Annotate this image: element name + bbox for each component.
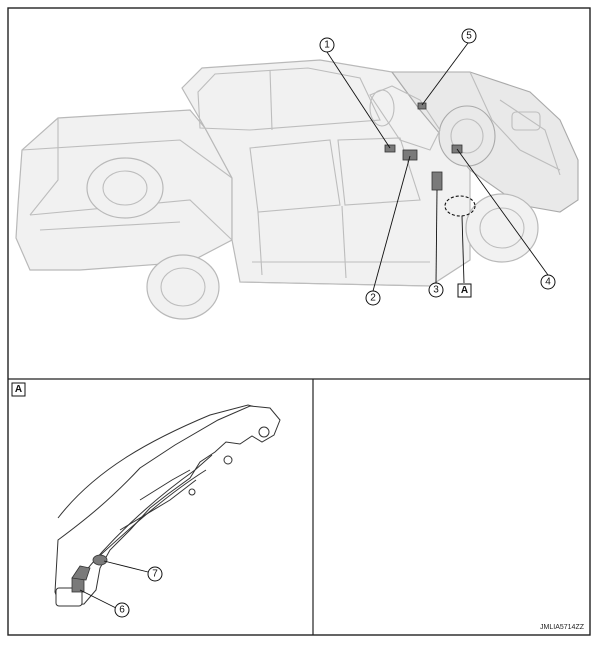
svg-text:4: 4: [545, 277, 551, 288]
detail-a-marker: [444, 195, 476, 217]
svg-text:1: 1: [324, 40, 330, 51]
callout-7: 7: [147, 566, 163, 582]
detail-a-panel-label: A: [11, 382, 26, 397]
figure-frame: [7, 7, 591, 636]
callout-4: 4: [540, 274, 556, 290]
component-1: [384, 144, 396, 153]
callout-5: 5: [461, 28, 477, 44]
svg-text:A: A: [15, 384, 22, 395]
svg-text:A: A: [461, 285, 468, 296]
callout-6: 6: [114, 602, 130, 618]
svg-text:6: 6: [119, 605, 125, 616]
svg-text:3: 3: [433, 285, 439, 296]
cab-windows: [197, 67, 381, 131]
component-5: [417, 102, 427, 110]
front-left-wheel: [146, 254, 220, 320]
svg-text:5: 5: [466, 31, 472, 42]
dash-cross-member: [54, 405, 281, 607]
front-right-wheel: [465, 193, 539, 263]
leader-lines: [326, 42, 549, 292]
svg-text:2: 2: [370, 293, 376, 304]
svg-text:7: 7: [152, 569, 158, 580]
steering-column: [369, 85, 441, 151]
callout-2: 2: [365, 290, 381, 306]
instrument-panel-detail: [54, 404, 281, 607]
component-2: [402, 149, 418, 161]
rear-right-wheel: [438, 105, 496, 167]
component-7: [92, 554, 108, 566]
pickup-truck-illustration: [15, 59, 579, 320]
lower-bracket: [55, 587, 83, 607]
image-code: JMLIA5714ZZ: [540, 624, 585, 631]
component-6: [71, 577, 85, 593]
callout-1: 1: [319, 37, 335, 53]
rear-wheel: [86, 157, 164, 219]
callout-3: 3: [428, 282, 444, 298]
dash-outline: [57, 404, 279, 519]
headlamp: [511, 111, 541, 131]
component-3: [431, 171, 443, 191]
truck-cab: [181, 59, 471, 287]
detail-a-label: A: [457, 283, 472, 298]
detail-leader-lines: [79, 560, 149, 609]
